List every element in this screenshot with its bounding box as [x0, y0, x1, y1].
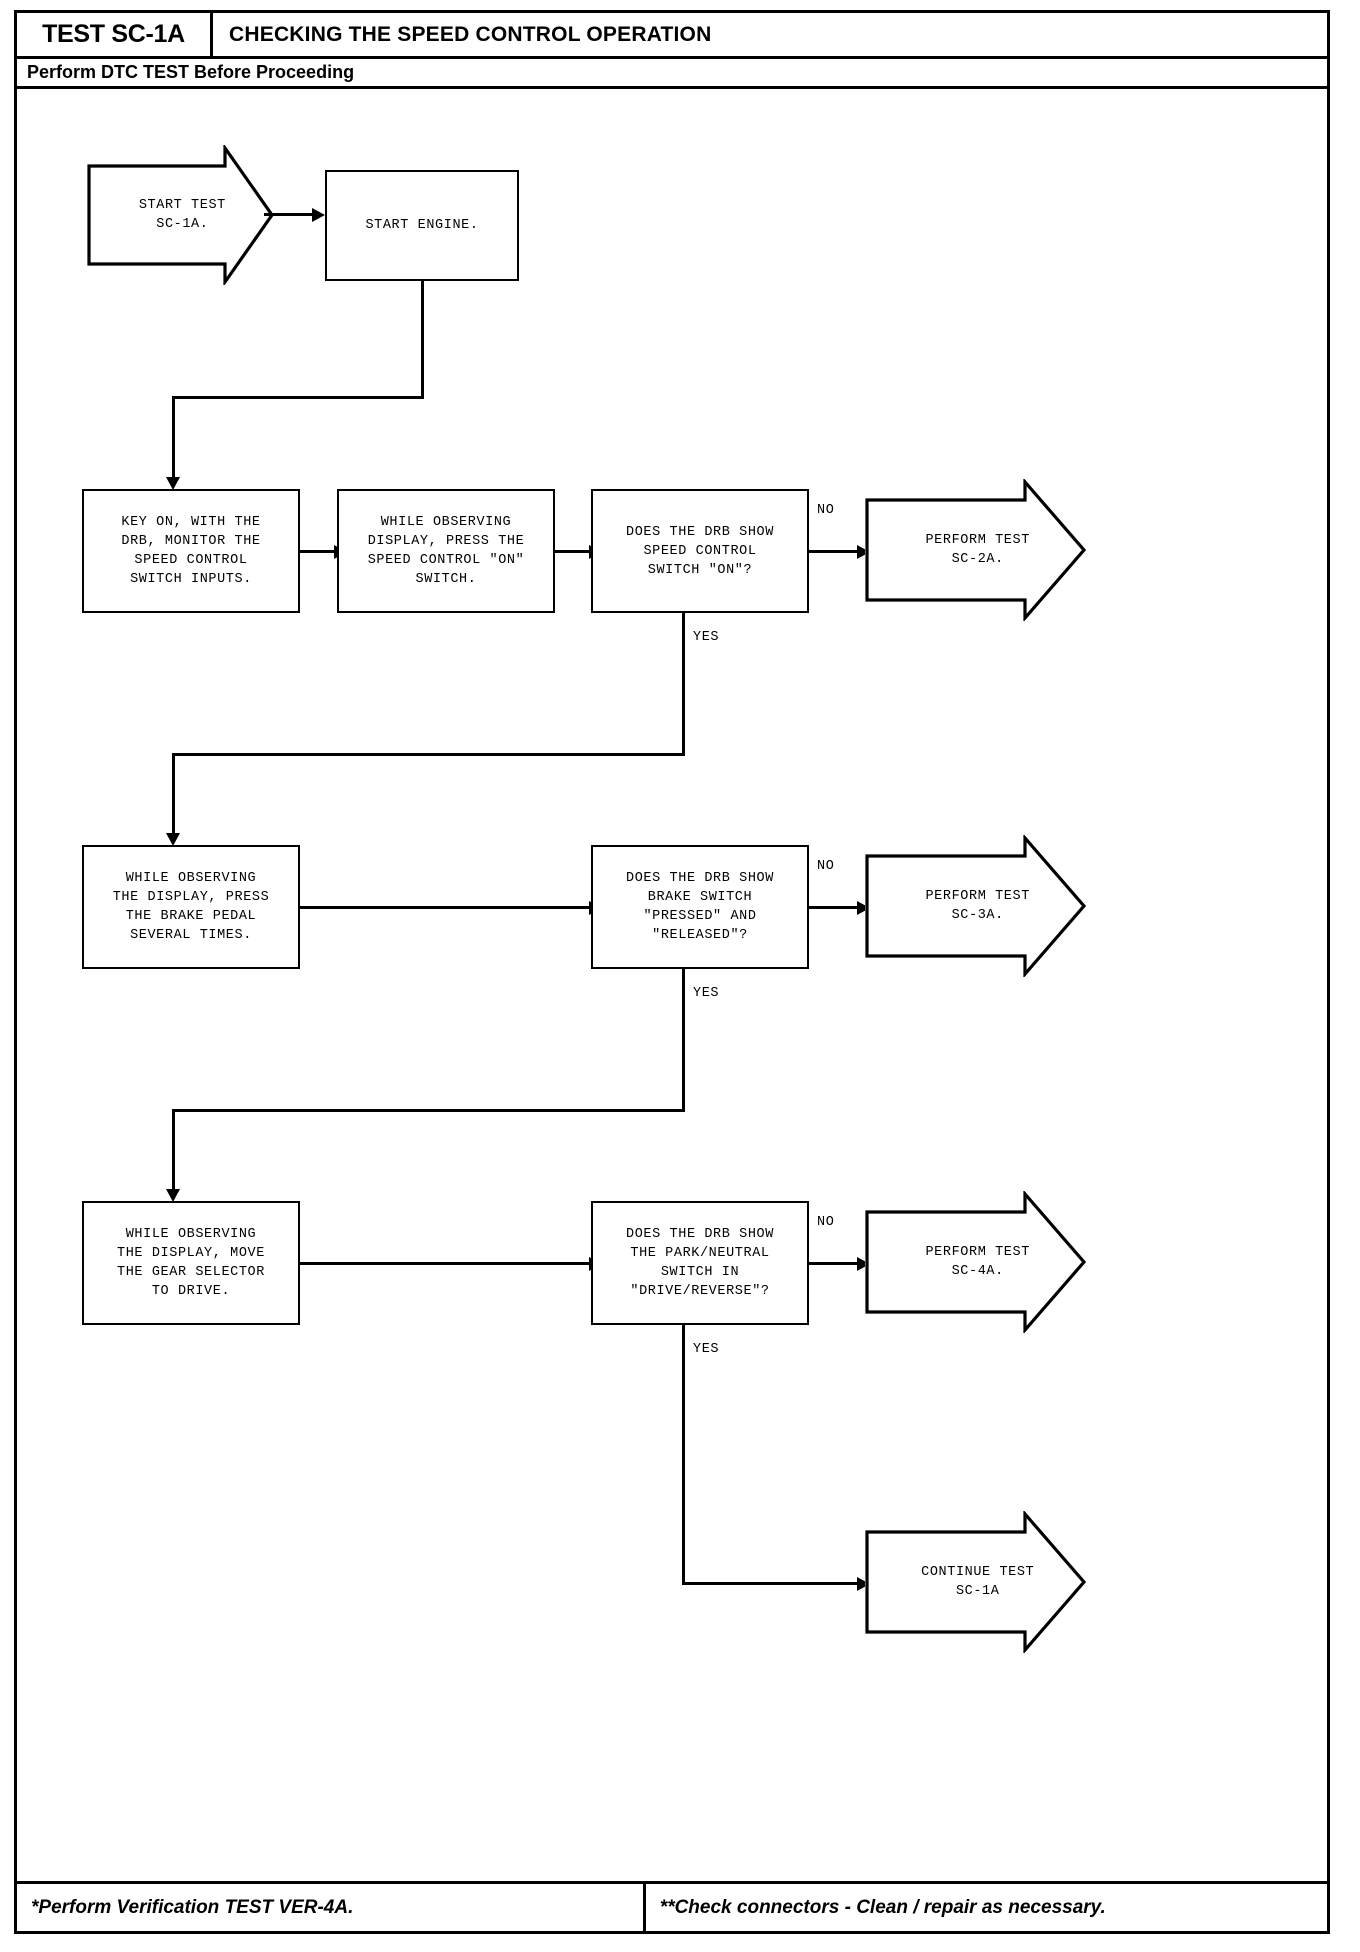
connector-engine-down [421, 281, 424, 398]
edge-label-yes-1: YES [693, 630, 720, 645]
connector-engine-left [172, 396, 424, 399]
node-perform-test-sc2a: PERFORM TEST SC-2A. [865, 479, 1086, 621]
header-primary-row: TEST SC-1A CHECKING THE SPEED CONTROL OP… [17, 13, 1327, 59]
node-move-gear-selector: WHILE OBSERVING THE DISPLAY, MOVE THE GE… [82, 1201, 300, 1325]
footer-connectors-note: **Check connectors - Clean / repair as n… [659, 1896, 1106, 1918]
arrowhead-icon [166, 833, 180, 846]
connector-decision3-yes-down [682, 1325, 685, 1585]
decision-speed-control-switch-on: DOES THE DRB SHOW SPEED CONTROL SWITCH "… [591, 489, 809, 613]
flowchart-canvas: START TEST SC-1A. START ENGINE. KEY ON, … [17, 89, 1327, 1839]
pentagon-arrow-shape [865, 1191, 1086, 1333]
node-press-speed-control-switch: WHILE OBSERVING DISPLAY, PRESS THE SPEED… [337, 489, 555, 613]
node-start-engine: START ENGINE. [325, 170, 519, 281]
connector-decision2-yes-left [172, 1109, 685, 1112]
node-perform-test-sc3a: PERFORM TEST SC-3A. [865, 835, 1086, 977]
connector-engine-to-keyon [172, 396, 175, 480]
connector-decision1-yes-left [172, 753, 685, 756]
test-sheet-page: TEST SC-1A CHECKING THE SPEED CONTROL OP… [14, 10, 1330, 1934]
node-label: CONTINUE TEST SC-1A [921, 1565, 1035, 1599]
test-code: TEST SC-1A [17, 13, 213, 56]
decision-brake-switch: DOES THE DRB SHOW BRAKE SWITCH "PRESSED"… [591, 845, 809, 969]
edge-label-no-1: NO [817, 503, 835, 518]
edge-label-no-3: NO [817, 1215, 835, 1230]
edge-label-yes-3: YES [693, 1342, 720, 1357]
edge-label-yes-2: YES [693, 986, 720, 1001]
node-start-test: START TEST SC-1A. [87, 145, 274, 285]
connector-decision2-yes-down [682, 969, 685, 1112]
page-title: CHECKING THE SPEED CONTROL OPERATION [229, 22, 712, 46]
edge-label-no-2: NO [817, 859, 835, 874]
node-perform-test-sc4a: PERFORM TEST SC-4A. [865, 1191, 1086, 1333]
sheet-header: TEST SC-1A CHECKING THE SPEED CONTROL OP… [17, 13, 1327, 89]
connector-gear-to-decision3 [300, 1262, 591, 1265]
connector-decision2-no [809, 906, 859, 909]
node-key-on-monitor: KEY ON, WITH THE DRB, MONITOR THE SPEED … [82, 489, 300, 613]
arrowhead-icon [166, 1189, 180, 1202]
arrowhead-icon [312, 208, 325, 222]
footer-verification-note: *Perform Verification TEST VER-4A. [17, 1884, 646, 1931]
connector-decision3-no [809, 1262, 859, 1265]
connector-decision3-yes-right [682, 1582, 859, 1585]
pentagon-arrow-shape [87, 145, 274, 285]
node-press-brake-pedal: WHILE OBSERVING THE DISPLAY, PRESS THE B… [82, 845, 300, 969]
node-label: PERFORM TEST SC-4A. [925, 1245, 1030, 1279]
node-label: PERFORM TEST SC-2A. [925, 533, 1030, 567]
node-label: PERFORM TEST SC-3A. [925, 889, 1030, 923]
connector-decision2-yes-to-row4 [172, 1109, 175, 1192]
connector-start-to-engine [264, 213, 314, 216]
pentagon-arrow-shape [865, 835, 1086, 977]
decision-park-neutral-switch: DOES THE DRB SHOW THE PARK/NEUTRAL SWITC… [591, 1201, 809, 1325]
connector-decision1-no [809, 550, 859, 553]
connector-keyon-to-press [300, 550, 336, 553]
connector-press-to-decision1 [555, 550, 591, 553]
arrowhead-icon [166, 477, 180, 490]
sheet-footer: *Perform Verification TEST VER-4A. **Che… [17, 1881, 1327, 1931]
pentagon-arrow-shape [865, 479, 1086, 621]
node-continue-test: CONTINUE TEST SC-1A [865, 1511, 1086, 1653]
connector-decision1-yes-down [682, 613, 685, 756]
pentagon-arrow-shape [865, 1511, 1086, 1653]
connector-brake-to-decision2 [300, 906, 591, 909]
connector-decision1-yes-to-row3 [172, 753, 175, 836]
node-label: START TEST SC-1A. [138, 198, 226, 232]
header-subtitle: Perform DTC TEST Before Proceeding [17, 59, 1327, 89]
